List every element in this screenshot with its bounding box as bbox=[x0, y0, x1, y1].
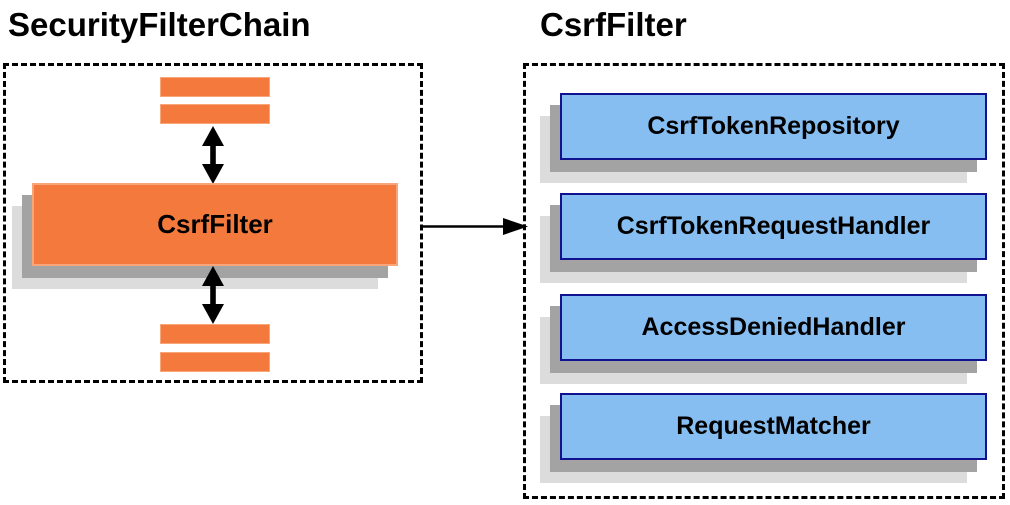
filter-placeholder-bar bbox=[160, 352, 270, 372]
component-label: CsrfTokenRequestHandler bbox=[616, 212, 931, 240]
component-label: RequestMatcher bbox=[676, 412, 871, 440]
filter-placeholder-bar bbox=[160, 77, 270, 97]
security-filter-chain-container bbox=[3, 63, 423, 383]
bidirectional-arrow-icon bbox=[202, 126, 224, 184]
component-box-request-matcher: RequestMatcher bbox=[560, 393, 987, 460]
component-label: AccessDeniedHandler bbox=[641, 313, 906, 341]
csrf-filter-box-label: CsrfFilter bbox=[157, 209, 273, 239]
right-arrow-icon bbox=[423, 218, 528, 235]
security-filter-chain-title: SecurityFilterChain bbox=[8, 6, 311, 43]
component-box-access-denied-handler: AccessDeniedHandler bbox=[560, 294, 987, 361]
filter-placeholder-bar bbox=[160, 104, 270, 124]
csrf-filter-detail-container bbox=[523, 63, 1005, 499]
csrf-filter-box: CsrfFilter bbox=[32, 183, 398, 266]
bidirectional-arrow-icon bbox=[202, 266, 224, 324]
component-box-csrf-token-request-handler: CsrfTokenRequestHandler bbox=[560, 193, 987, 260]
csrf-filter-title: CsrfFilter bbox=[540, 6, 687, 43]
filter-placeholder-bar bbox=[160, 324, 270, 344]
component-box-csrf-token-repository: CsrfTokenRepository bbox=[560, 93, 987, 160]
component-label: CsrfTokenRepository bbox=[647, 112, 900, 140]
